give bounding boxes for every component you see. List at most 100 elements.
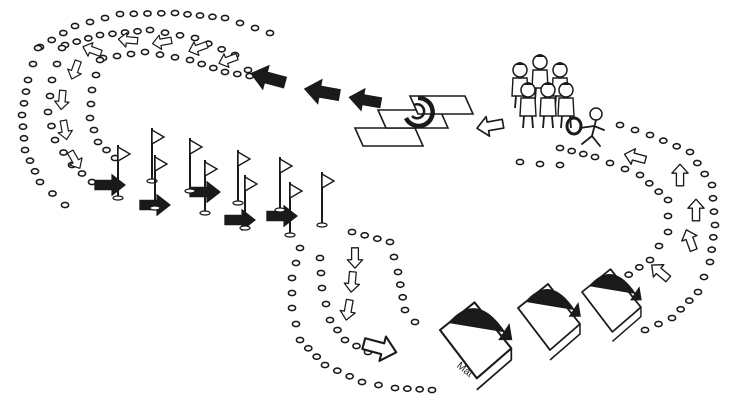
ring-marker-icon: [20, 101, 27, 106]
ring-marker-icon: [664, 197, 671, 202]
vaulting-box-icon: Mat: [440, 302, 511, 389]
ring-marker-icon: [146, 27, 153, 32]
ring-marker-icon: [36, 179, 43, 184]
ring-marker-icon: [321, 362, 328, 367]
ring-marker-icon: [96, 57, 103, 62]
ring-marker-icon: [322, 301, 329, 306]
ring-marker-icon: [244, 67, 251, 72]
direction-arrow-icon: [361, 331, 400, 364]
ring-marker-icon: [19, 124, 26, 129]
ring-marker-icon: [361, 233, 368, 238]
ring-marker-icon: [48, 37, 55, 42]
ring-marker-icon: [655, 321, 662, 326]
ring-marker-icon: [26, 158, 33, 163]
ring-marker-icon: [701, 171, 708, 176]
ring-marker-icon: [60, 150, 67, 155]
ring-marker-icon: [292, 260, 299, 265]
ring-marker-icon: [346, 374, 353, 379]
ring-marker-icon: [700, 274, 707, 279]
ring-marker-icon: [375, 382, 382, 387]
child-icon: [520, 82, 536, 128]
ring-marker-icon: [621, 166, 628, 171]
ring-marker-icon: [706, 259, 713, 264]
ring-marker-icon: [288, 275, 295, 280]
ring-marker-icon: [96, 32, 103, 37]
ring-marker-icon: [73, 39, 80, 44]
ring-marker-icon: [673, 144, 680, 149]
ring-marker-icon: [660, 138, 667, 143]
flag-pole-icon: [317, 172, 334, 227]
ring-marker-icon: [353, 343, 360, 348]
ring-marker-icon: [210, 65, 217, 70]
ring-marker-icon: [516, 159, 523, 164]
ring-marker-icon: [48, 77, 55, 82]
ring-marker-icon: [236, 20, 243, 25]
ring-marker-icon: [556, 162, 563, 167]
ring-marker-icon: [92, 72, 99, 77]
ring-marker-icon: [664, 213, 671, 218]
direction-arrow-icon: [475, 114, 504, 138]
ring-marker-icon: [292, 321, 299, 326]
ring-marker-icon: [196, 13, 203, 18]
ring-marker-icon: [103, 147, 110, 152]
ring-marker-icon: [71, 23, 78, 28]
ring-marker-icon: [416, 387, 423, 392]
ring-marker-icon: [46, 93, 53, 98]
ring-marker-icon: [134, 29, 141, 34]
ring-marker-icon: [171, 55, 178, 60]
direction-arrow-icon: [339, 299, 358, 322]
ring-marker-icon: [58, 45, 65, 50]
ring-marker-icon: [234, 71, 241, 76]
ring-marker-icon: [158, 11, 165, 16]
ring-marker-icon: [221, 15, 228, 20]
ring-marker-icon: [397, 282, 404, 287]
ring-marker-icon: [18, 112, 25, 117]
ring-marker-icon: [198, 61, 205, 66]
ring-marker-icon: [646, 257, 653, 262]
ring-marker-icon: [141, 49, 148, 54]
ring-marker-icon: [127, 51, 134, 56]
ring-marker-icon: [386, 239, 393, 244]
ring-marker-icon: [48, 123, 55, 128]
ring-marker-icon: [44, 109, 51, 114]
ring-marker-icon: [646, 132, 653, 137]
ring-marker-icon: [101, 15, 108, 20]
ring-marker-icon: [677, 307, 684, 312]
ring-marker-icon: [591, 154, 598, 159]
ring-marker-icon: [156, 52, 163, 57]
ring-marker-icon: [580, 151, 587, 156]
ring-marker-icon: [606, 160, 613, 165]
ring-marker-icon: [209, 14, 216, 19]
ring-marker-icon: [399, 295, 406, 300]
ring-marker-icon: [86, 115, 93, 120]
ring-marker-icon: [288, 305, 295, 310]
ring-marker-icon: [61, 202, 68, 207]
ring-marker-icon: [266, 30, 273, 35]
ring-marker-icon: [326, 317, 333, 322]
direction-arrow-icon: [54, 90, 70, 110]
ring-marker-icon: [708, 247, 715, 252]
ring-marker-icon: [90, 127, 97, 132]
ring-marker-icon: [24, 77, 31, 82]
ring-marker-icon: [29, 61, 36, 66]
ring-marker-icon: [88, 87, 95, 92]
black-arrow-icon: [95, 175, 125, 196]
ring-marker-icon: [94, 139, 101, 144]
flag-pole-icon: [233, 150, 250, 205]
ring-icon: [567, 118, 581, 134]
ring-marker-icon: [87, 101, 94, 106]
ring-marker-icon: [113, 53, 120, 58]
flag-pole-icon: [185, 138, 202, 193]
ring-marker-layer: [18, 10, 718, 392]
ring-marker-icon: [191, 35, 198, 40]
ring-marker-icon: [296, 337, 303, 342]
black-arrow-icon: [248, 62, 288, 94]
ring-marker-icon: [694, 160, 701, 165]
ring-marker-icon: [631, 127, 638, 132]
ring-marker-icon: [31, 169, 38, 174]
ring-marker-icon: [686, 149, 693, 154]
ring-marker-icon: [694, 289, 701, 294]
ring-marker-icon: [334, 368, 341, 373]
ring-marker-icon: [85, 36, 92, 41]
